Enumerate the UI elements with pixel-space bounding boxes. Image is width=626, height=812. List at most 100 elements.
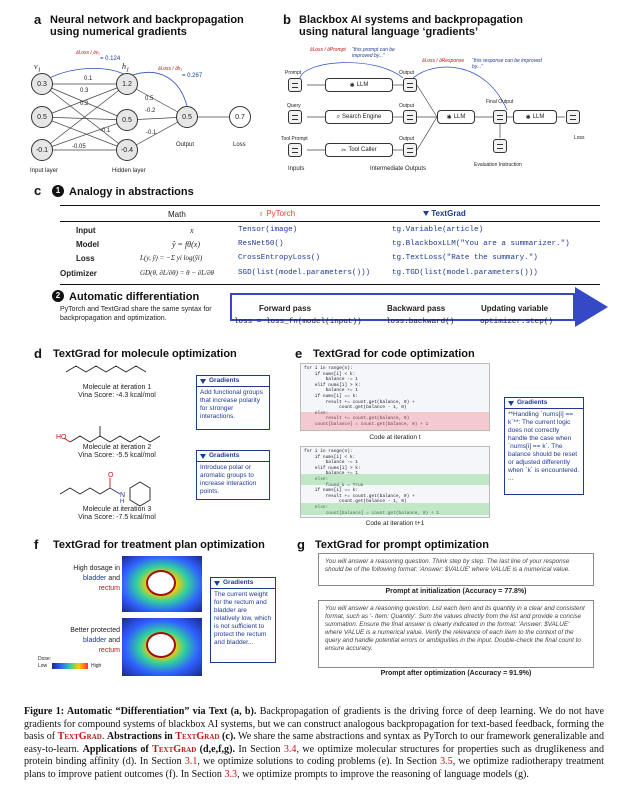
weight-label: 0.5: [145, 96, 154, 102]
row-label: Loss: [76, 254, 95, 263]
step-badge-1: 1: [52, 185, 64, 197]
gradients-header: Gradients: [197, 451, 269, 462]
tool-prompt-doc-icon: [288, 143, 302, 157]
input-layer-label: Input layer: [30, 168, 59, 174]
code-caption-t1: Code at iteration t+1: [365, 520, 425, 527]
pytorch-icon: ♁: [258, 209, 264, 218]
textgrad-header: TextGrad: [423, 209, 466, 218]
node-input-3: -0.1: [31, 139, 53, 161]
weight-label: -0.1: [146, 130, 157, 136]
grad-h1-fraction: ∂Loss / ∂h₁: [158, 66, 183, 72]
code-highlight-green: [301, 503, 489, 515]
code-iteration-t1: for i in range(n): if nums[i] < k: balan…: [300, 446, 490, 518]
weight-label: 0.2: [80, 101, 89, 107]
updating-variable-label: Updating variable: [481, 304, 549, 313]
dose-label: Dose:: [38, 656, 52, 662]
section-link[interactable]: 3.4: [283, 743, 297, 755]
table-top-rule: [60, 205, 600, 206]
gradients-header: Gradients: [211, 578, 275, 589]
gradient-text: The current weight for the rectum and bl…: [214, 591, 272, 646]
node-output: 0.5: [176, 106, 198, 128]
panel-b-title: Blackbox AI systems and backpropagation …: [299, 14, 523, 38]
eval-doc-icon: [493, 139, 507, 153]
row-math: x: [190, 226, 194, 235]
forward-pass-label: Forward pass: [259, 304, 312, 313]
tool-prompt-label: Tool Prompt: [281, 136, 308, 142]
llm-chip: ✱LLM: [437, 110, 475, 124]
search-icon: ⌕: [336, 113, 340, 120]
n-label: N: [120, 492, 126, 499]
prompt-label: Prompt: [285, 70, 302, 76]
grad-response-text: “this response can be improved by...”: [472, 58, 542, 70]
table-header-rule: [60, 221, 600, 222]
panel-d-title: TextGrad for molecule optimization: [53, 348, 237, 360]
prompt-optimized: You will answer a reasoning question. Li…: [318, 600, 594, 668]
panel-letter-e: e: [295, 346, 303, 361]
after-caption: Better protected bladder and rectum: [70, 627, 120, 654]
treatment-gradient-box: Gradients The current weight for the rec…: [210, 577, 276, 663]
forward-code: loss = loss_fn(model(input)): [234, 318, 362, 326]
textgrad-triangle-icon: [423, 211, 429, 217]
output-doc-icon: [403, 78, 417, 92]
weight-label: -0.05: [72, 144, 86, 150]
grad-prompt-fraction: ∂Loss / ∂Prompt: [310, 47, 346, 53]
h1-label: h1: [122, 62, 130, 74]
panel-e-title: TextGrad for code optimization: [313, 348, 475, 360]
node-hidden-3: -0.4: [116, 139, 138, 161]
textgrad-triangle-icon: [508, 400, 514, 406]
organ-outline: [146, 632, 176, 658]
llm-icon: ✱: [446, 114, 452, 121]
query-doc-icon: [288, 110, 302, 124]
prompt-optimized-caption: Prompt after optimization (Accuracy = 91…: [380, 670, 532, 677]
gradients-header: Gradients: [197, 376, 269, 387]
panel-g-title: TextGrad for prompt optimization: [315, 539, 489, 551]
hidden-layer-label: Hidden layer: [112, 168, 146, 174]
panel-letter-a: a: [34, 12, 42, 27]
row-pytorch: CrossEntropyLoss(): [238, 254, 321, 262]
grad-response-fraction: ∂Loss / ∂Response: [422, 58, 465, 64]
step-badge-2: 2: [52, 290, 64, 302]
molecule-gradient-box-2: Gradients Introduce polar or aromatic gr…: [196, 450, 270, 500]
loss-label: Loss: [233, 142, 246, 148]
row-textgrad: tg.Variable(article): [392, 226, 484, 234]
section-link[interactable]: 3.3: [224, 768, 238, 780]
prompt-doc-icon: [288, 78, 302, 92]
weight-label: -0.1: [100, 128, 111, 134]
node-input-2: 0.5: [31, 106, 53, 128]
prompt-initial: You will answer a reasoning question. Th…: [318, 553, 594, 586]
section-link[interactable]: 3.5: [440, 756, 453, 768]
o-label: O: [108, 472, 114, 479]
section-link[interactable]: 3.1: [184, 756, 198, 768]
dose-map-after: [122, 618, 202, 676]
loss-label: Loss: [574, 135, 585, 141]
sub1-title: Analogy in abstractions: [69, 186, 194, 198]
llm-chip: ✱LLM: [513, 110, 557, 124]
figure-caption: Figure 1: Automatic “Differentiation” vi…: [24, 706, 605, 780]
node-v1: 0.3: [31, 73, 53, 95]
textgrad-triangle-icon: [200, 453, 206, 459]
output-doc-icon: [403, 143, 417, 157]
final-output-doc-icon: [493, 110, 507, 124]
code-highlight-red: [301, 412, 489, 430]
row-pytorch: SGD(list(model.parameters())): [238, 269, 371, 277]
row-textgrad: tg.TextLoss("Rate the summary."): [392, 254, 538, 262]
dose-high-label: High: [91, 663, 102, 669]
panel-a-title: Neural network and backpropagation using…: [50, 14, 244, 38]
code-highlight-green: [301, 474, 489, 485]
weight-label: -0.2: [145, 108, 156, 114]
h-label: H: [120, 499, 125, 505]
sub2-title: Automatic differentiation: [69, 291, 200, 303]
search-chip: ⌕Search Engine: [325, 110, 393, 124]
eval-label: Evaluation Instruction: [474, 162, 522, 168]
panel-letter-b: b: [283, 12, 291, 27]
weight-label: 0.3: [80, 88, 89, 94]
gradients-header: Gradients: [505, 398, 583, 409]
node-loss: 0.7: [229, 106, 251, 128]
gradient-text: **Handling `nums[i] == k`**: The current…: [508, 411, 580, 482]
textgrad-triangle-icon: [214, 580, 220, 586]
inputs-label: Inputs: [288, 166, 305, 172]
output-label: Output: [176, 142, 195, 148]
